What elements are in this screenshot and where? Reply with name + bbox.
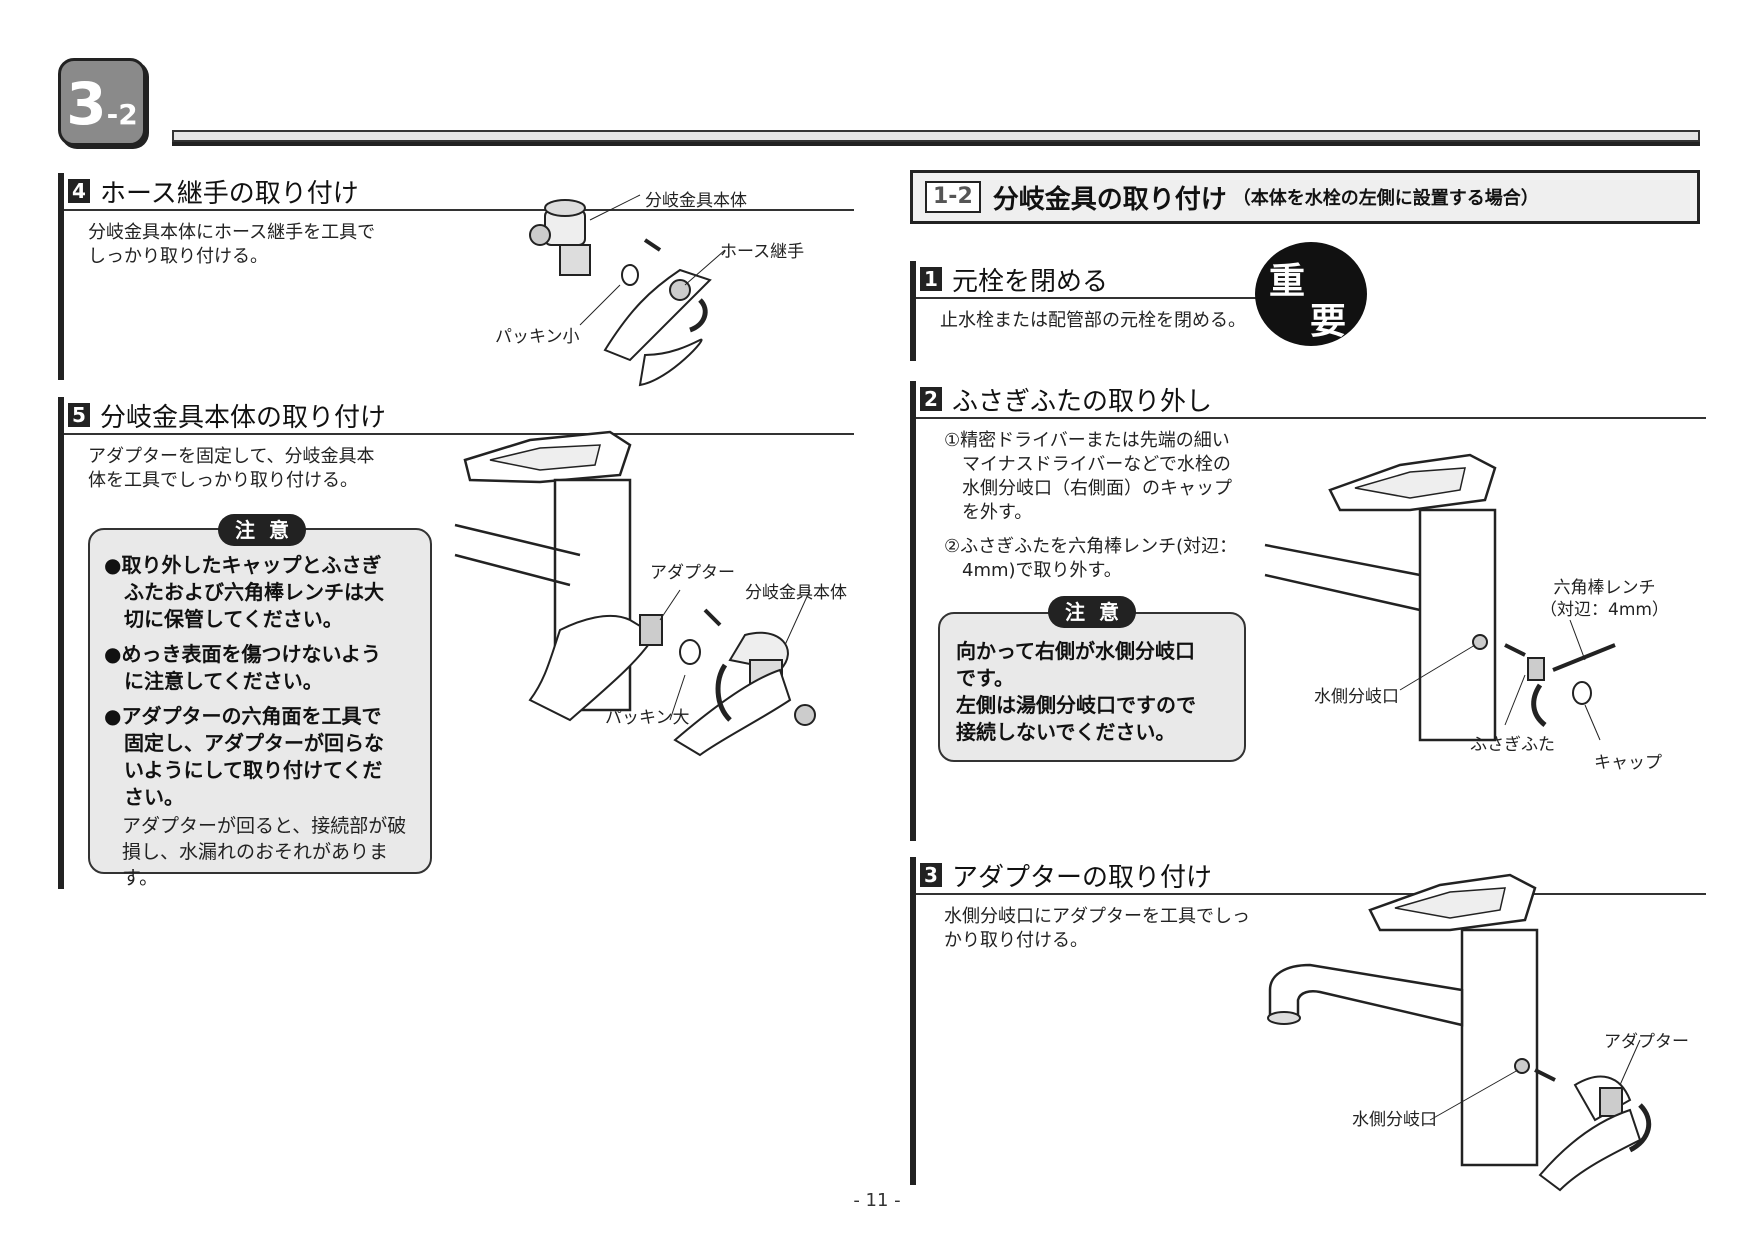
step5-caution-item-2: ●めっき表面を傷つけないよう に注意してください。 (104, 642, 382, 693)
step5-label-adapter: アダプター (650, 563, 735, 583)
step5-instructions: アダプターを固定して、分岐金具本 体を工具でしっかり取り付ける。 (88, 446, 375, 491)
r-step1-header: 1 元栓を閉める (916, 261, 1286, 299)
step4-number: 4 (68, 179, 90, 203)
chapter-badge: 3 -2 (58, 58, 146, 146)
important-seal: 重 要 (1255, 242, 1367, 346)
r-step2-number: 2 (920, 387, 942, 411)
step5-caution-tab: 注意 (218, 514, 306, 546)
step4-illustration (529, 194, 726, 387)
r-step3-header: 3 アダプターの取り付け (916, 857, 1706, 895)
step5-caution-item-3: ●アダプターの六角面を工具で 固定し、アダプターが回らな いようにして取り付けて… (104, 704, 384, 809)
r-step2-text-2: ②ふさぎふたを六角棒レンチ(対辺： 4mm)で取り外す。 (944, 536, 1238, 581)
page-number: - 11 - (853, 1190, 901, 1211)
r-step1-title: 元栓を閉める (952, 266, 1109, 297)
r-step3-illustration (1267, 873, 1652, 1192)
important-char-1: 重 (1269, 261, 1306, 302)
step5-illustration (454, 430, 816, 757)
step4-section: 4 ホース継手の取り付け 分岐金具本体にホース継手を工具で しっかり取り付ける。 (58, 173, 854, 380)
banner-subtitle: （本体を水栓の左側に設置する場合） (1232, 188, 1539, 209)
r-step2-label-wrench: 六角棒レンチ （対辺：4mm） (1540, 578, 1669, 620)
step4-label-hose: ホース継手 (720, 242, 805, 262)
section-banner: 1-2 分岐金具の取り付け （本体を水栓の左側に設置する場合） (910, 170, 1700, 224)
step4-label-packing: パッキン小 (495, 327, 580, 347)
r-step3-instructions: 水側分岐口にアダプターを工具でしっ かり取り付ける。 (944, 906, 1250, 951)
header-rule (172, 130, 1700, 142)
r-step2-label-outlet: 水側分岐口 (1314, 687, 1399, 707)
step5-label-body: 分岐金具本体 (745, 583, 847, 603)
step4-title: ホース継手の取り付け (100, 178, 359, 209)
r-step2-caution-box: 向かって右側が水側分岐口 です。 左側は湯側分岐口ですので 接続しないでください… (938, 612, 1246, 762)
step5-caution-list: ●取り外したキャップとふさぎ ふたおよび六角棒レンチは大 切に保管してください。… (104, 552, 424, 891)
r-step2-title: ふさぎふたの取り外し (952, 386, 1213, 417)
step5-caution-item-1: ●取り外したキャップとふさぎ ふたおよび六角棒レンチは大 切に保管してください。 (104, 553, 384, 631)
step4-instructions: 分岐金具本体にホース継手を工具で しっかり取り付ける。 (88, 222, 376, 267)
step5-caution-note: アダプターが回ると、接続部が破 損し、水漏れのおそれがあります。 (122, 815, 407, 889)
step4-label-body: 分岐金具本体 (645, 191, 747, 211)
r-step1-number: 1 (920, 267, 942, 291)
r-step3-label-adapter: アダプター (1604, 1032, 1689, 1052)
important-char-2: 要 (1310, 301, 1347, 342)
step5-number: 5 (68, 403, 90, 427)
r-step2-caution-text: 向かって右側が水側分岐口 です。 左側は湯側分岐口ですので 接続しないでください… (956, 639, 1196, 744)
r-step2-illustration (1264, 453, 1616, 742)
r-step2-section: 2 ふさぎふたの取り外し ①精密ドライバーまたは先端の細い マイナスドライバーな… (910, 381, 1706, 841)
r-step2-caution-tab: 注意 (1048, 596, 1136, 628)
step5-title: 分岐金具本体の取り付け (100, 402, 387, 433)
r-step3-section: 3 アダプターの取り付け 水側分岐口にアダプターを工具でしっ かり取り付ける。 (910, 857, 1706, 1185)
banner-tag: 1-2 (925, 181, 981, 213)
r-step2-header: 2 ふさぎふたの取り外し (916, 381, 1706, 419)
step5-section: 5 分岐金具本体の取り付け アダプターを固定して、分岐金具本 体を工具でしっかり… (58, 397, 854, 889)
r-step2-label-plug: ふさぎふた (1470, 735, 1555, 755)
r-step3-number: 3 (920, 863, 942, 887)
r-step3-label-outlet: 水側分岐口 (1352, 1110, 1437, 1130)
r-step2-label-cap: キャップ (1594, 753, 1662, 773)
chapter-minor: -2 (106, 98, 138, 131)
r-step1-section: 1 元栓を閉める 止水栓または配管部の元栓を閉める。 (910, 261, 1706, 361)
step5-label-packing: パッキン大 (605, 708, 690, 728)
step5-caution-box: ●取り外したキャップとふさぎ ふたおよび六角棒レンチは大 切に保管してください。… (88, 528, 432, 889)
step4-header: 4 ホース継手の取り付け (64, 173, 854, 211)
chapter-major: 3 (66, 70, 107, 138)
r-step3-title: アダプターの取り付け (952, 862, 1213, 893)
banner-title: 分岐金具の取り付け (992, 184, 1227, 215)
r-step1-instructions: 止水栓または配管部の元栓を閉める。 (940, 310, 1246, 331)
r-step2-text-1: ①精密ドライバーまたは先端の細い マイナスドライバーなどで水栓の 水側分岐口（右… (944, 430, 1232, 523)
step5-header: 5 分岐金具本体の取り付け (64, 397, 854, 435)
